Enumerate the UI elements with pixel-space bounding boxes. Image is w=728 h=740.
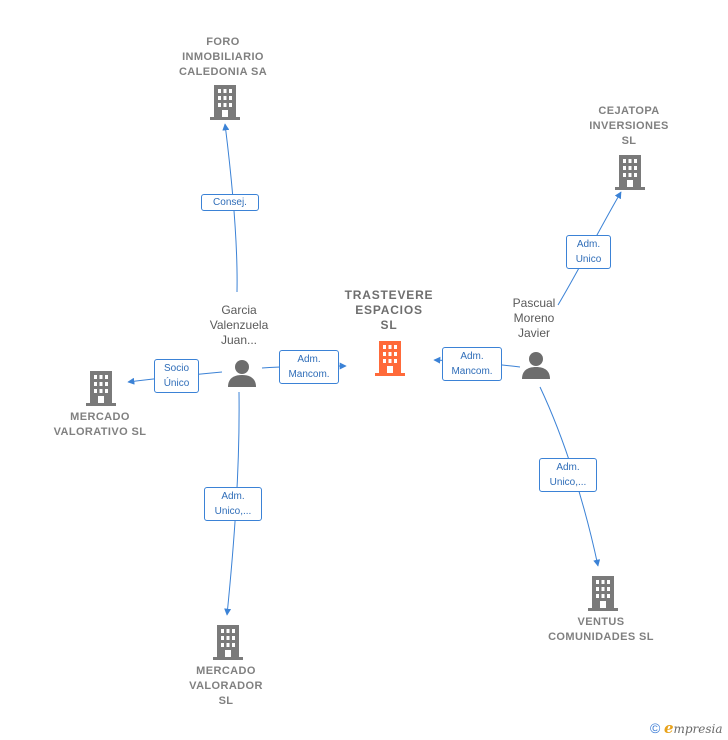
person-icon[interactable] [227,358,257,388]
node-label-mercado-valorativo: MERCADO VALORATIVO SL [53,411,147,438]
node-label-cejatopa: CEJATOPA INVERSIONES SL [589,105,669,147]
building-icon[interactable] [85,370,117,406]
node-label-mercado-valorador: MERCADO VALORADOR SL [189,665,263,707]
copyright-symbol: © [650,720,661,736]
node-label-foro: FORO INMOBILIARIO CALEDONIA SA [178,36,268,78]
edge-label-garcia-foro[interactable]: Consej. [201,194,259,211]
building-icon[interactable] [587,575,619,611]
person-label-garcia: Garcia Valenzuela Juan... [209,303,269,347]
edge-label-garcia-valorador[interactable]: Adm. Unico,... [204,487,262,521]
brand-logo-initial: e [663,719,674,737]
building-icon[interactable] [212,624,244,660]
brand-watermark[interactable]: © empresia [650,719,723,737]
brand-name: mpresia [673,722,723,736]
edge-label-pascual-trastevere[interactable]: Adm. Mancom. [442,347,502,381]
building-icon[interactable] [209,84,241,120]
edge-label-garcia-valorativo[interactable]: Socio Único [154,359,199,393]
edge-label-pascual-ventus[interactable]: Adm. Unico,... [539,458,597,492]
node-label-ventus: VENTUS COMUNIDADES SL [548,616,654,643]
edge-label-pascual-cejatopa[interactable]: Adm. Unico [566,235,611,269]
building-icon-main[interactable] [374,340,406,376]
person-icon[interactable] [521,350,551,380]
building-icon[interactable] [614,154,646,190]
node-label-trastevere: TRASTEVERE ESPACIOS SL [344,288,434,332]
edge-label-garcia-trastevere[interactable]: Adm. Mancom. [279,350,339,384]
person-label-pascual: Pascual Moreno Javier [512,296,556,340]
